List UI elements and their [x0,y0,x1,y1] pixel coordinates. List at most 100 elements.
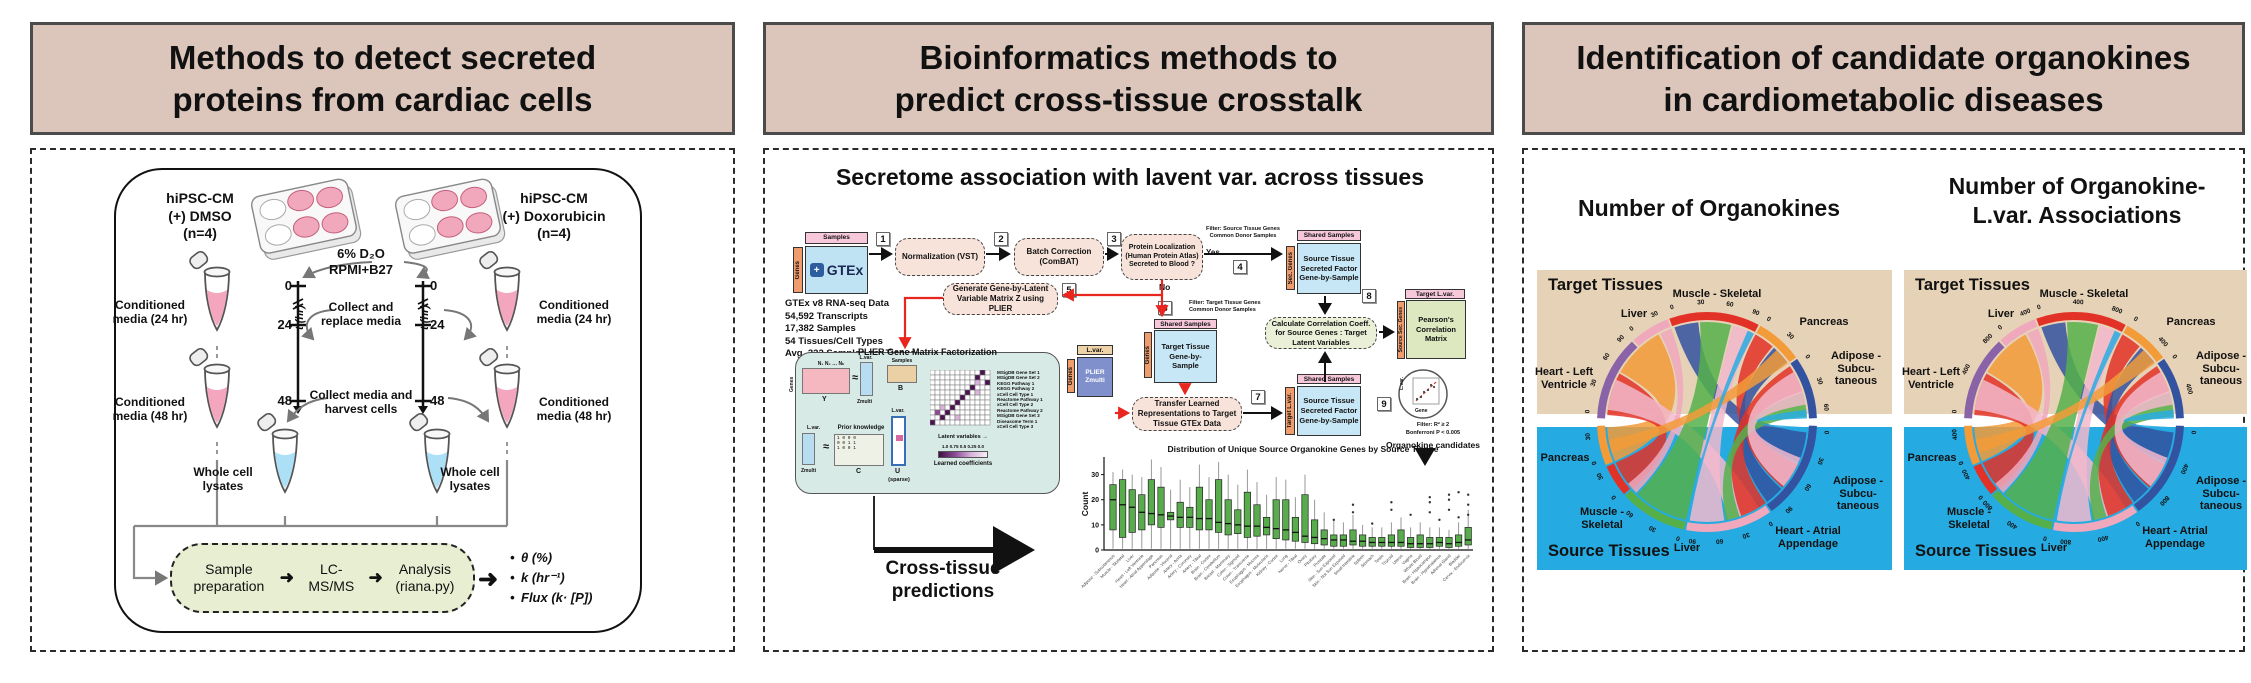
step-8-badge: 8 [1362,289,1376,303]
filter-r2-label: Filter: R² ≥ 2 [1416,422,1450,428]
analysis-pipeline: Sample preparation ➜ LC-MS/MS ➜ Analysis… [170,543,475,613]
organokine-candidates-label: Organokine candidates [1386,440,1480,450]
zmulti-matrix [860,362,873,396]
svg-text:800: 800 [1982,332,1995,345]
time-axis-left: t (hr) [294,304,306,330]
svg-text:30: 30 [1596,471,1606,481]
svg-text:0: 0 [1803,353,1811,360]
approx-2: ≈ [823,441,830,453]
svg-text:0: 0 [1628,325,1636,333]
svg-text:30: 30 [1648,524,1658,534]
step-7-badge: 7 [1251,390,1265,404]
tissue-heart-aa-source: Heart - Atrial Appendage [1775,525,1841,550]
zmulti2-matrix [802,433,815,465]
tissue-muscle-skeletal-source: Muscle - Skeletal [1579,506,1624,531]
source-matrix: Source Tissue Secreted Factor Gene-by-Sa… [1297,243,1361,294]
left-chord-title: Number of Organokines [1578,195,1840,221]
gtex-genes-strip: Genes [793,247,803,293]
target-matrix-header: Shared Samples [1154,319,1217,329]
svg-text:30: 30 [1815,456,1824,465]
cross-tissue-label: Cross-tissue predictions [885,558,1001,602]
svg-text:0: 0 [1977,493,1985,501]
y-label: Y [822,396,827,403]
svg-text:0: 0 [1669,304,1675,312]
u-heatmap [930,370,991,426]
tick-24-right: 24 [430,317,445,332]
step-4-badge: 4 [1233,260,1247,274]
media-label: 6% D₂O RPMI+B27 [329,246,393,277]
tissue-heart-lv-target: Heart - Left Ventricle [1534,366,1594,391]
svg-text:0: 0 [1095,548,1099,555]
svg-text:400: 400 [1961,363,1972,376]
zout-header: L.var. [1077,345,1113,355]
svg-text:30: 30 [1697,299,1705,306]
b-samples-label: Samples [891,358,913,364]
svg-text:20: 20 [1091,497,1099,504]
scatter-ylabel: L.var. [1399,376,1405,390]
tissue-muscle-skeletal-source: Muscle - Skeletal [1946,506,1991,531]
u-matrix [891,416,906,466]
svg-text:0: 0 [2170,353,2178,360]
svg-text:30: 30 [1815,377,1824,387]
y-genes-label: Genes [789,376,795,392]
u-sparse-label: (sparse) [888,477,910,483]
svg-text:60: 60 [1802,482,1812,492]
source-matrix-strip: Sec. Genes [1286,246,1295,290]
target-tissues-label: Target Tissues [1548,276,1663,294]
tick-48-left: 48 [277,393,292,408]
svg-text:90: 90 [1751,308,1761,317]
svg-text:0: 0 [1675,534,1681,542]
step-5-badge: 5 [1062,283,1076,297]
svg-text:30: 30 [1590,378,1599,387]
svg-text:0: 0 [2036,304,2042,312]
svg-text:400: 400 [2096,533,2109,543]
lysate-right-label: Whole cell lysates [440,465,500,494]
panel3-header-line1: Identification of candidate organokines [1576,39,2191,77]
source-tissues-label: Source Tissues [1548,542,1670,560]
cm24-left-label: Conditioned media (24 hr) [112,298,188,327]
tick-0-left: 0 [284,278,292,293]
tissue-adipose-target: Adipose - Subcu- taneous [2195,350,2247,388]
svg-text:0: 0 [1958,460,1966,466]
svg-text:90: 90 [1688,537,1696,545]
output-theta: θ (%) [510,548,636,568]
target-tissues-label: Target Tissues [1915,276,2030,294]
tissue-adipose-target: Adipose - Subcu- taneous [1830,350,1882,388]
output-k: k (hr⁻¹) [510,568,636,588]
svg-text:Count: Count [1080,492,1090,517]
b-matrix [887,365,917,383]
arrow-right-icon: ➜ [368,568,383,588]
tissue-adipose-source: Adipose - Subcu- taneous [1832,475,1884,513]
svg-text:60: 60 [1625,508,1635,518]
transfer-box: Transfer Learned Representations to Targ… [1132,397,1242,431]
collect-harvest-label: Collect media and harvest cells [309,388,413,417]
u-highlight-cell [896,435,903,441]
arrow-right-icon: ➜ [279,568,295,588]
tissue-adipose-source: Adipose - Subcu- taneous [2195,475,2247,513]
lysate-left-label: Whole cell lysates [193,465,253,494]
well-plate-dox-icon [393,176,508,263]
tissue-muscle-skeletal-target: Muscle - Skeletal [1672,288,1762,300]
panel1-header-line2: proteins from cardiac cells [172,80,593,118]
batch-correction-box: Batch Correction (ComBAT) [1014,238,1104,276]
colorbar-ticks: 1.0 0.75 0.5 0.25 0.0 [941,444,985,449]
tick-24-left: 24 [277,317,292,332]
panel2-header: Bioinformatics methods to predict cross-… [763,22,1494,135]
learned-coefficients-label: Learned coefficients [933,461,993,467]
panel2-body: Secretome association with lavent var. a… [763,148,1494,652]
svg-text:800: 800 [2158,494,2171,507]
step-6-badge: 6 [1158,301,1172,315]
prior-knowledge-label: Prior knowledge [837,425,885,431]
no-label: No [1159,282,1171,292]
svg-text:60: 60 [1715,537,1723,545]
svg-text:10: 10 [1091,522,1099,529]
pipeline-lcmsms: LC-MS/MS [308,560,355,595]
svg-text:30: 30 [1650,310,1660,320]
lvar-matrix-header: Shared Samples [1297,374,1361,384]
plate-label-dox: hiPSC-CM (+) Doxorubicin (n=4) [502,190,606,241]
bonferroni-label: Bonferroni P < 0.005 [1405,430,1461,436]
svg-text:0: 0 [1610,493,1618,501]
